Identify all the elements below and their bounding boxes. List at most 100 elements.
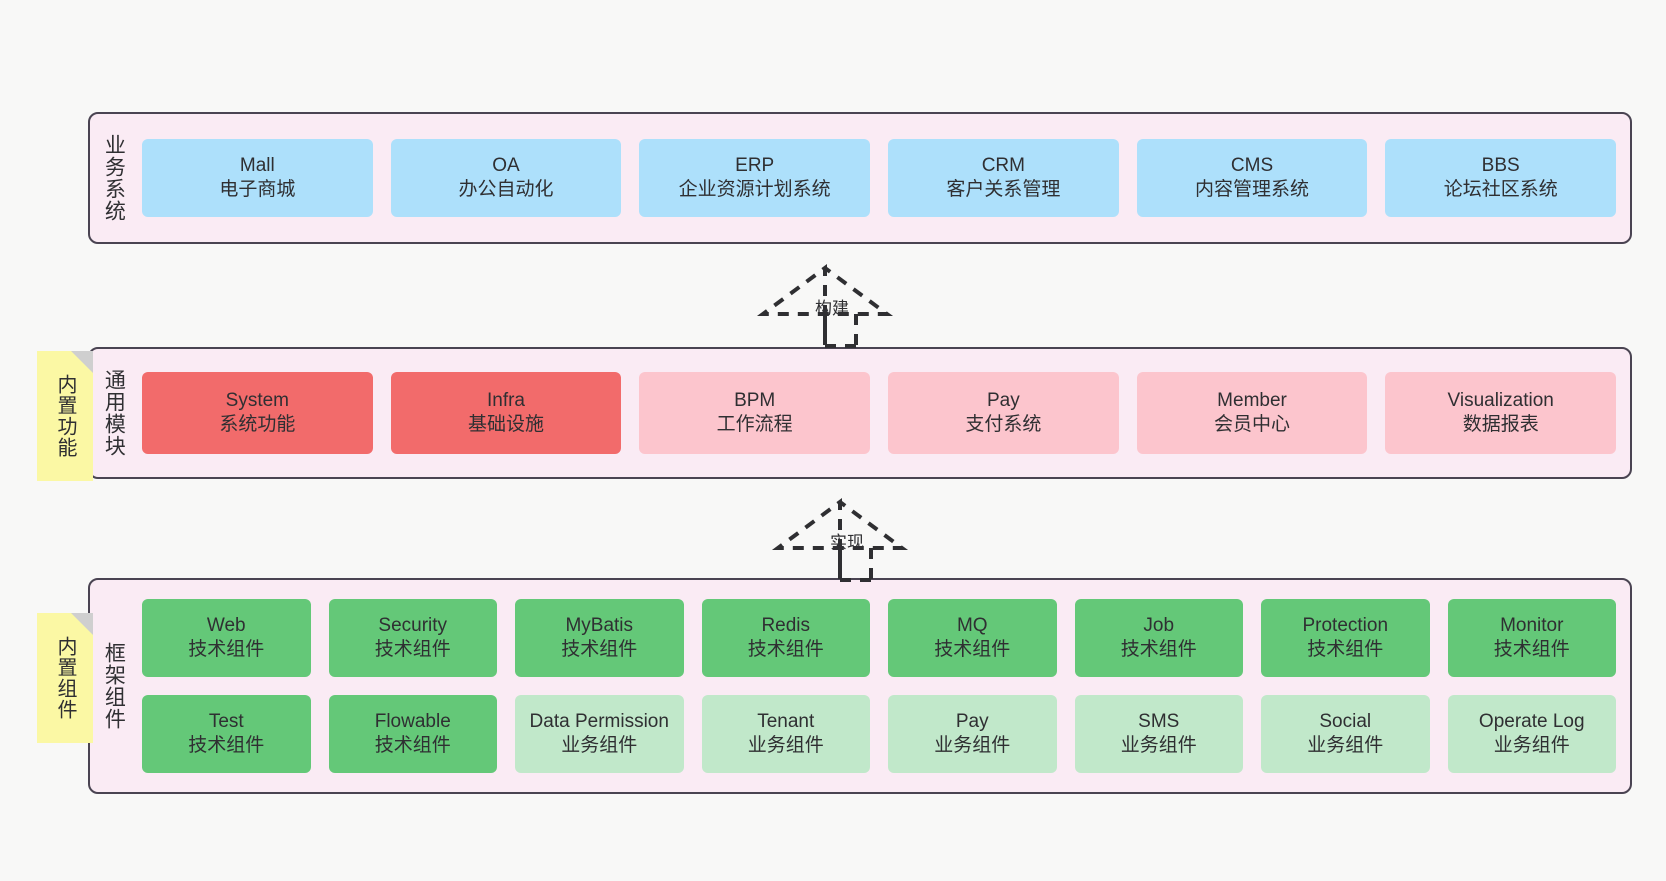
generalization-arrow-build: 构建 <box>755 258 905 348</box>
card-subtitle: 企业资源计划系统 <box>678 179 831 200</box>
card-title: Job <box>1143 614 1175 636</box>
card-title: Monitor <box>1500 614 1564 636</box>
sticky-note-builtin-components: 内置组件 <box>37 613 93 743</box>
card-title: Mall <box>239 154 275 176</box>
card-title: OA <box>492 154 520 176</box>
card-cms[interactable]: CMS 内容管理系统 <box>1136 139 1368 217</box>
card-oa[interactable]: OA 办公自动化 <box>390 139 622 217</box>
card-social[interactable]: Social 业务组件 <box>1261 695 1430 773</box>
card-title: Protection <box>1302 614 1389 636</box>
card-subtitle: 技术组件 <box>1493 639 1570 660</box>
card-title: Pay <box>955 710 989 732</box>
card-title: BPM <box>734 389 776 411</box>
card-title: Operate Log <box>1478 710 1585 732</box>
card-title: Member <box>1217 389 1287 411</box>
card-mybatis[interactable]: MyBatis 技术组件 <box>515 599 684 677</box>
layer-panel-modules: 通用模块 System 系统功能 Infra 基础设施 BPM 工作流程 Pay… <box>88 347 1632 479</box>
card-test[interactable]: Test 技术组件 <box>142 695 311 773</box>
card-subtitle: 技术组件 <box>188 735 265 756</box>
card-title: Test <box>208 710 244 732</box>
card-subtitle: 业务组件 <box>1493 735 1570 756</box>
card-row: Web 技术组件 Security 技术组件 MyBatis 技术组件 Redi… <box>142 599 1616 677</box>
arrow-label-build: 构建 <box>815 299 849 318</box>
card-row: Mall 电子商城 OA 办公自动化 ERP 企业资源计划系统 CRM 客户关系… <box>142 139 1617 217</box>
card-protection[interactable]: Protection 技术组件 <box>1261 599 1430 677</box>
card-tenant[interactable]: Tenant 业务组件 <box>701 695 870 773</box>
card-pay-component[interactable]: Pay 业务组件 <box>888 695 1057 773</box>
card-subtitle: 技术组件 <box>374 735 451 756</box>
card-job[interactable]: Job 技术组件 <box>1074 599 1243 677</box>
card-bbs[interactable]: BBS 论坛社区系统 <box>1385 139 1617 217</box>
layer-panel-framework: 框架组件 Web 技术组件 Security 技术组件 MyBatis 技术组件… <box>88 578 1632 794</box>
card-title: Pay <box>986 389 1020 411</box>
arrow-label-implement: 实现 <box>830 533 864 552</box>
card-row: Test 技术组件 Flowable 技术组件 Data Permission … <box>142 695 1616 773</box>
layer-body-business: Mall 电子商城 OA 办公自动化 ERP 企业资源计划系统 CRM 客户关系… <box>136 114 1630 242</box>
card-subtitle: 技术组件 <box>561 639 638 660</box>
card-title: Tenant <box>757 710 815 732</box>
card-subtitle: 电子商城 <box>219 179 296 200</box>
card-title: Social <box>1319 710 1372 732</box>
generalization-arrow-implement: 实现 <box>770 492 920 582</box>
sticky-note-label: 内置功能 <box>54 374 76 458</box>
card-flowable[interactable]: Flowable 技术组件 <box>328 695 497 773</box>
card-subtitle: 办公自动化 <box>458 179 554 200</box>
card-title: ERP <box>735 154 775 176</box>
card-redis[interactable]: Redis 技术组件 <box>701 599 870 677</box>
card-visualization[interactable]: Visualization 数据报表 <box>1385 372 1617 454</box>
layer-panel-business: 业务系统 Mall 电子商城 OA 办公自动化 ERP 企业资源计划系统 CRM… <box>88 112 1632 244</box>
card-title: MyBatis <box>565 614 634 636</box>
card-erp[interactable]: ERP 企业资源计划系统 <box>639 139 871 217</box>
card-title: Flowable <box>374 710 451 732</box>
card-subtitle: 业务组件 <box>934 735 1011 756</box>
card-subtitle: 技术组件 <box>934 639 1011 660</box>
card-subtitle: 工作流程 <box>716 414 793 435</box>
card-subtitle: 业务组件 <box>1120 735 1197 756</box>
card-subtitle: 业务组件 <box>747 735 824 756</box>
card-subtitle: 业务组件 <box>561 735 638 756</box>
card-title: Visualization <box>1447 389 1554 411</box>
dashed-hollow-arrow-icon <box>756 264 894 348</box>
card-system[interactable]: System 系统功能 <box>142 372 373 454</box>
layer-body-framework: Web 技术组件 Security 技术组件 MyBatis 技术组件 Redi… <box>136 580 1630 792</box>
card-subtitle: 基础设施 <box>468 414 545 435</box>
card-web[interactable]: Web 技术组件 <box>142 599 311 677</box>
card-bpm[interactable]: BPM 工作流程 <box>639 372 871 454</box>
card-operate-log[interactable]: Operate Log 业务组件 <box>1447 695 1616 773</box>
card-title: Redis <box>761 614 811 636</box>
card-title: Web <box>206 614 246 636</box>
folded-corner-icon <box>71 613 93 635</box>
card-subtitle: 会员中心 <box>1214 414 1291 435</box>
card-member[interactable]: Member 会员中心 <box>1136 372 1368 454</box>
layer-body-modules: System 系统功能 Infra 基础设施 BPM 工作流程 Pay 支付系统… <box>136 349 1630 477</box>
card-mall[interactable]: Mall 电子商城 <box>142 139 373 217</box>
dashed-hollow-arrow-icon <box>771 498 909 582</box>
card-pay-module[interactable]: Pay 支付系统 <box>888 372 1119 454</box>
card-title: SMS <box>1138 710 1180 732</box>
card-subtitle: 技术组件 <box>374 639 451 660</box>
card-row: System 系统功能 Infra 基础设施 BPM 工作流程 Pay 支付系统… <box>142 372 1617 454</box>
card-crm[interactable]: CRM 客户关系管理 <box>888 139 1119 217</box>
folded-corner-icon <box>71 351 93 373</box>
card-subtitle: 内容管理系统 <box>1195 179 1310 200</box>
card-security[interactable]: Security 技术组件 <box>328 599 497 677</box>
card-sms[interactable]: SMS 业务组件 <box>1074 695 1243 773</box>
card-infra[interactable]: Infra 基础设施 <box>390 372 622 454</box>
card-subtitle: 数据报表 <box>1462 414 1539 435</box>
layer-title-modules: 通用模块 <box>102 369 126 457</box>
card-subtitle: 系统功能 <box>219 414 296 435</box>
card-subtitle: 业务组件 <box>1307 735 1384 756</box>
card-title: Infra <box>486 389 526 411</box>
card-mq[interactable]: MQ 技术组件 <box>888 599 1057 677</box>
card-monitor[interactable]: Monitor 技术组件 <box>1447 599 1616 677</box>
card-data-permission[interactable]: Data Permission 业务组件 <box>515 695 684 773</box>
card-title: System <box>225 389 290 411</box>
card-title: Data Permission <box>529 710 669 732</box>
card-subtitle: 技术组件 <box>747 639 824 660</box>
card-subtitle: 技术组件 <box>188 639 265 660</box>
card-subtitle: 客户关系管理 <box>946 179 1061 200</box>
card-title: MQ <box>956 614 988 636</box>
card-subtitle: 支付系统 <box>965 414 1042 435</box>
card-title: BBS <box>1481 154 1520 176</box>
